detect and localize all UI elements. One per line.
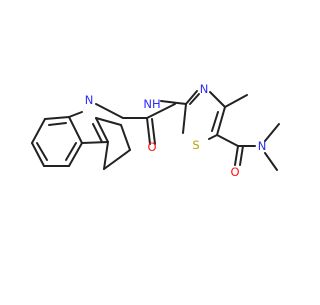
- molecule-structure: N NH O N S O N: [31, 82, 280, 179]
- molecule-drawing: N NH O N S O N: [31, 82, 280, 179]
- bond-lines: [31, 90, 280, 171]
- thiazole-sulfur-label: S: [192, 138, 199, 152]
- carboxamide-oxygen-label: O: [230, 165, 239, 179]
- amide-oxygen-label: O: [147, 140, 156, 154]
- dimethyl-nitrogen-label: N: [258, 139, 267, 153]
- indole-nitrogen-label: N: [85, 93, 94, 107]
- amide-nh-label: NH: [143, 97, 160, 111]
- thiazole-nitrogen-label: N: [200, 82, 209, 96]
- atom-labels: N NH O N S O N: [85, 82, 267, 179]
